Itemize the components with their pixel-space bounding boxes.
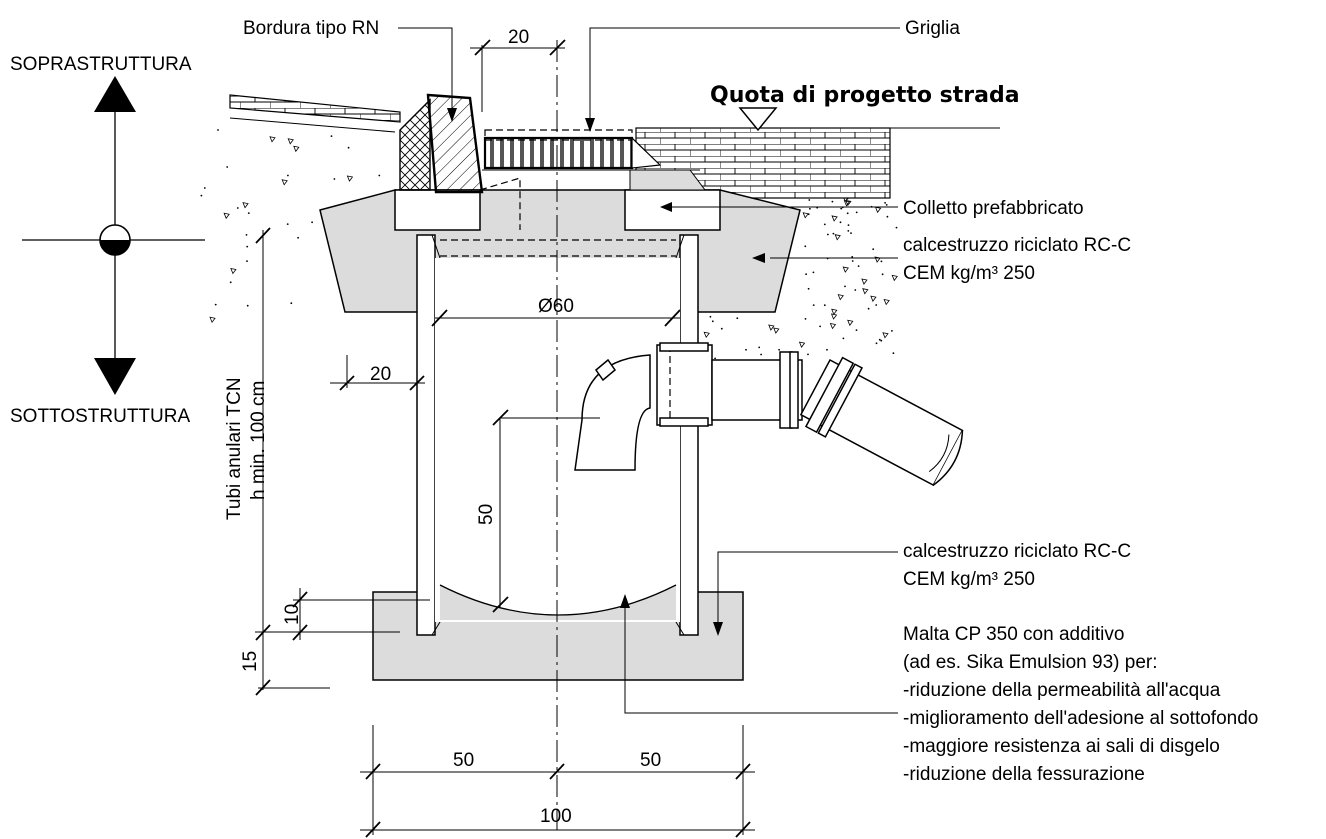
label-malta-line-6: -riduzione della fessurazione (903, 764, 1145, 785)
dimensions: 20 Ø60 20 50 10 15 (240, 27, 755, 838)
label-tubi-1: Tubi anulari TCN (224, 377, 245, 520)
label-malta-line-4: -miglioramento dell'adesione al sottofon… (903, 708, 1258, 729)
label-soprastruttura: SOPRASTRUTTURA (10, 54, 192, 75)
prefab-collar-right (624, 189, 721, 231)
label-malta-line-3: -riduzione della permeabilità all'acqua (903, 680, 1221, 701)
label-quota: Quota di progetto strada (710, 83, 1020, 108)
label-colletto: Colletto prefabbricato (903, 198, 1084, 219)
annotations: Bordura tipo RN Griglia Quota di progett… (224, 18, 1258, 785)
label-malta-line-2: (ad es. Sika Emulsion 93) per: (903, 652, 1158, 673)
dim-top-20: 20 (508, 27, 529, 48)
label-cls-top-1: calcestruzzo riciclato RC-C (903, 235, 1131, 256)
grate (483, 136, 634, 170)
label-malta-line-5: -maggiore resistenza ai sali di disgelo (903, 736, 1220, 757)
dim-width-left-50: 50 (453, 750, 474, 771)
level-legend: SOPRASTRUTTURA SOTTOSTRUTTURA (10, 54, 205, 427)
paving-left (229, 94, 401, 133)
label-bordura: Bordura tipo RN (243, 18, 379, 39)
dim-base-15: 15 (240, 651, 261, 672)
label-griglia: Griglia (905, 18, 960, 39)
dim-width-100: 100 (540, 806, 572, 827)
dim-width-right-50: 50 (640, 750, 661, 771)
prefab-collar-left (394, 189, 481, 231)
kerb-backing (399, 98, 431, 191)
ring-wall-left (416, 234, 436, 636)
dim-height-10: 10 (282, 604, 303, 625)
dim-height-50: 50 (476, 504, 497, 525)
label-tubi-2: h min. 100 cm (248, 381, 269, 500)
level-triangle-icon (738, 107, 778, 132)
arrow-down-icon (94, 358, 136, 395)
paving-right (635, 127, 1000, 199)
label-malta-line-1: Malta CP 350 con additivo (903, 624, 1124, 645)
outlet-pipe (574, 342, 964, 487)
label-cls-top-2: CEM kg/m³ 250 (903, 263, 1035, 284)
label-sottostruttura: SOTTOSTRUTTURA (10, 406, 190, 427)
label-cls-bot-1: calcestruzzo riciclato RC-C (903, 541, 1131, 562)
kerb-stone (426, 93, 484, 194)
ring-wall-right (679, 234, 699, 636)
label-cls-bot-2: CEM kg/m³ 250 (903, 569, 1035, 590)
arrow-up-icon (94, 76, 136, 112)
dim-diameter: Ø60 (538, 296, 574, 317)
dim-wall-20: 20 (370, 364, 391, 385)
